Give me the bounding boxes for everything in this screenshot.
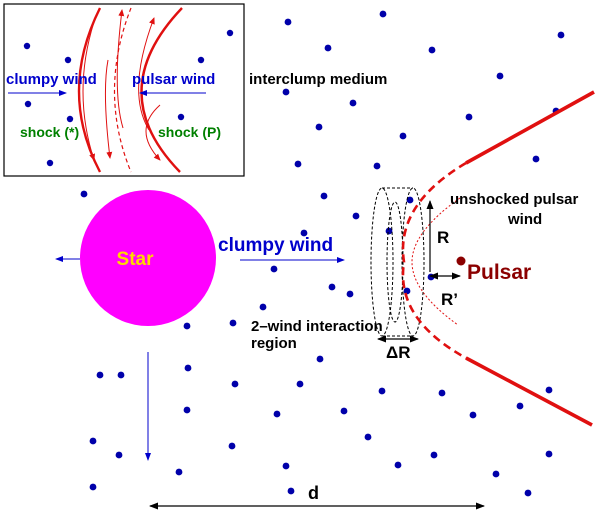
clump-dot (403, 287, 411, 295)
clump-dot (352, 212, 360, 220)
inset-flow-arrow (116, 9, 125, 129)
inset-pulsar-wind-label: pulsar wind (132, 71, 215, 88)
star-disk (80, 190, 216, 326)
pulsar-shock-dashed (401, 161, 467, 360)
pulsar-shock-upper-arm (465, 90, 595, 165)
inset-flow-arrow (82, 21, 96, 161)
clump-dot (231, 380, 239, 388)
inner-shock-cylinder (386, 201, 404, 323)
clump-dot (80, 190, 88, 198)
clump-dot (259, 303, 267, 311)
clump-dot (496, 72, 504, 80)
clump-dot (557, 31, 565, 39)
clump-dot (89, 483, 97, 491)
clump-dot (346, 290, 354, 298)
clump-dot (175, 468, 183, 476)
clump-dot (284, 18, 292, 26)
inset-shock-star-curve (77, 7, 102, 173)
clump-dot (364, 433, 372, 441)
clump-dot (228, 442, 236, 450)
clump-dot (324, 44, 332, 52)
inset-clumps (23, 29, 234, 167)
clump-dot (23, 42, 31, 50)
clump-dot (117, 371, 125, 379)
clump-dot (373, 162, 381, 170)
star-label: Star (117, 249, 155, 270)
clump-dot (184, 364, 192, 372)
delta-r-label: ΔR (386, 343, 411, 362)
clump-dot (340, 407, 348, 415)
clump-dot (294, 160, 302, 168)
inset-flow-arrow (104, 59, 113, 159)
clump-dot (545, 450, 553, 458)
distance-label: d (308, 483, 319, 503)
unshocked-wind-label-line2: wind (507, 211, 542, 228)
clump-dot (430, 451, 438, 459)
clump-dot (64, 56, 72, 64)
clump-dot (492, 470, 500, 478)
clump-dot (320, 192, 328, 200)
inset-flow-arrow (138, 17, 155, 131)
interclump-medium-label: interclump medium (249, 71, 387, 88)
inset-contact-discontinuity (113, 7, 132, 173)
clump-dot (177, 113, 185, 121)
clump-dot (516, 402, 524, 410)
pulsar-shock-lower-arm (465, 356, 593, 427)
clump-dot (183, 406, 191, 414)
clump-dot (394, 461, 402, 469)
clump-dot (89, 437, 97, 445)
clump-dot (96, 371, 104, 379)
clump-dot (183, 322, 191, 330)
inset-clumpy-wind-label: clumpy wind (6, 71, 97, 88)
clump-dot (427, 273, 435, 281)
clumpy-wind-label: clumpy wind (218, 235, 333, 256)
clump-dot (197, 56, 205, 64)
clump-dot (66, 115, 74, 123)
inset-frame (3, 3, 245, 177)
interaction-region-label-line1: 2–wind interaction (251, 318, 383, 335)
clump-dot (46, 159, 54, 167)
clump-dot (532, 155, 540, 163)
clump-dot (438, 389, 446, 397)
pulsar-dot (456, 256, 466, 266)
clump-dot (378, 387, 386, 395)
clump-dot (524, 489, 532, 497)
clump-dot (316, 355, 324, 363)
inset-shock-pulsar-label: shock (P) (158, 124, 221, 140)
clump-dot (282, 462, 290, 470)
clump-dot (428, 46, 436, 54)
clump-dot (315, 123, 323, 131)
inset-shock-star-label: shock (*) (20, 124, 79, 140)
clump-dot (349, 99, 357, 107)
unshocked-wind-label-line1: unshocked pulsar (450, 191, 579, 208)
clump-dot (226, 29, 234, 37)
interaction-region-label-line2: region (251, 335, 297, 352)
clump-dot (469, 411, 477, 419)
clump-dot (282, 88, 290, 96)
clump-dot (24, 100, 32, 108)
clump-dot (300, 229, 308, 237)
clump-dot (328, 283, 336, 291)
clump-dot (399, 132, 407, 140)
clump-dot (406, 196, 414, 204)
clump-dot (385, 227, 393, 235)
clump-dot (287, 487, 295, 495)
clump-dot (115, 451, 123, 459)
inset-flow-arrow (145, 104, 161, 161)
clump-dot (270, 265, 278, 273)
inner-shock-dotted (411, 197, 461, 326)
clump-dot (379, 10, 387, 18)
clump-dot (465, 113, 473, 121)
r-label: R (437, 228, 449, 247)
clump-dot (296, 380, 304, 388)
interaction-region-cylinder (370, 187, 425, 337)
clump-dot (273, 410, 281, 418)
r-prime-label: R’ (441, 290, 458, 309)
clump-dot (229, 319, 237, 327)
pulsar-label: Pulsar (467, 261, 531, 284)
shock-inset: clumpy wind pulsar wind shock (*) shock … (3, 3, 245, 177)
clump-dot (545, 386, 553, 394)
